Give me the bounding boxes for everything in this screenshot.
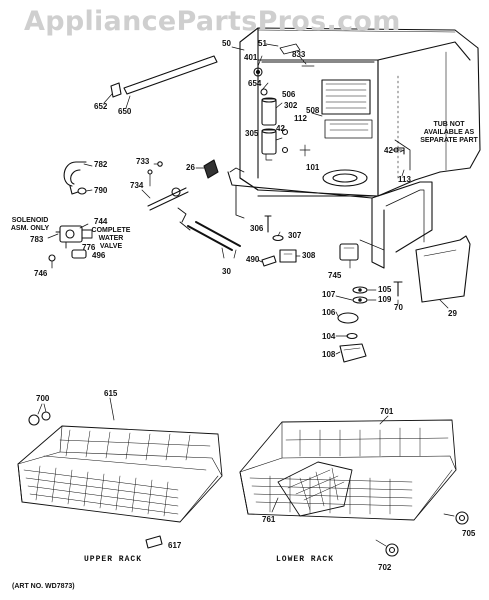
part-705-shape xyxy=(443,511,469,525)
label-part-29[interactable]: 29 xyxy=(448,309,457,318)
part-42-shape xyxy=(395,147,405,155)
label-part-733[interactable]: 733 xyxy=(136,157,150,166)
label-part-617[interactable]: 617 xyxy=(168,541,182,550)
label-part-104[interactable]: 104 xyxy=(322,332,336,341)
part-734-shape xyxy=(147,169,189,211)
part-746-shape xyxy=(48,254,56,269)
label-part-654[interactable]: 654 xyxy=(248,79,262,88)
label-part-702[interactable]: 702 xyxy=(378,563,392,572)
part-490-shape xyxy=(261,255,277,267)
art-number: (ART NO. WD7873) xyxy=(12,583,75,590)
part-302-shape xyxy=(261,97,277,126)
part-782-shape xyxy=(63,161,87,195)
part-106-shape xyxy=(337,312,359,324)
water-valve-note-line-1: COMPLETE xyxy=(91,227,131,234)
label-part-744[interactable]: 744 xyxy=(94,217,108,226)
part-308-shape xyxy=(279,249,297,263)
label-part-42-tub[interactable]: 42 xyxy=(276,124,285,133)
part-105-shape xyxy=(352,286,368,294)
upper-rack-caption: UPPER RACK xyxy=(84,555,143,564)
lower-rack-shape xyxy=(239,419,457,521)
water-valve-note: COMPLETE WATER VALVE xyxy=(88,227,134,251)
label-part-650[interactable]: 650 xyxy=(118,107,132,116)
label-part-101[interactable]: 101 xyxy=(306,163,320,172)
part-104-shape xyxy=(346,332,358,340)
label-part-496[interactable]: 496 xyxy=(92,251,106,260)
lower-rack-caption: LOWER RACK xyxy=(276,555,335,564)
label-part-615[interactable]: 615 xyxy=(104,389,118,398)
label-part-508[interactable]: 508 xyxy=(306,106,320,115)
water-valve-note-line-3: VALVE xyxy=(99,243,123,251)
tub-note-line-3: SEPARATE PART xyxy=(420,137,478,145)
label-part-112[interactable]: 112 xyxy=(294,114,307,123)
label-part-30[interactable]: 30 xyxy=(222,267,231,276)
label-part-790[interactable]: 790 xyxy=(94,186,108,195)
tub-not-available-note: TUB NOT AVAILABLE AS SEPARATE PART xyxy=(414,121,484,145)
label-part-745[interactable]: 745 xyxy=(328,271,342,280)
part-733-shape xyxy=(157,161,163,167)
part-700-shape xyxy=(28,403,51,426)
label-part-113[interactable]: 113 xyxy=(398,175,411,184)
tub-outline xyxy=(239,27,481,197)
solenoid-note-line-2: ASM. ONLY xyxy=(10,225,50,233)
label-part-105[interactable]: 105 xyxy=(378,285,392,294)
label-part-700[interactable]: 700 xyxy=(36,394,50,403)
label-part-746[interactable]: 746 xyxy=(34,269,48,278)
part-761-shape xyxy=(277,461,353,517)
label-part-705[interactable]: 705 xyxy=(462,529,476,538)
label-part-401[interactable]: 401 xyxy=(244,53,258,62)
solenoid-note-line-1: SOLENOID xyxy=(11,217,49,224)
label-part-302[interactable]: 302 xyxy=(284,101,298,110)
label-part-107[interactable]: 107 xyxy=(322,290,336,299)
label-part-26[interactable]: 26 xyxy=(186,163,195,172)
label-part-782[interactable]: 782 xyxy=(94,160,108,169)
label-part-506[interactable]: 506 xyxy=(282,90,296,99)
label-part-307[interactable]: 307 xyxy=(288,231,302,240)
part-30-shape xyxy=(177,207,241,251)
label-part-70[interactable]: 70 xyxy=(394,303,403,312)
label-part-42-side[interactable]: 42 xyxy=(384,146,393,155)
part-306-shape xyxy=(264,215,272,233)
watermark: AppliancePartsPros.com xyxy=(24,6,401,37)
label-part-308[interactable]: 308 xyxy=(302,251,316,260)
part-745-shape xyxy=(339,243,359,261)
label-part-652[interactable]: 652 xyxy=(94,102,108,111)
label-part-50[interactable]: 50 xyxy=(222,39,231,48)
part-650-shape xyxy=(123,55,218,95)
label-part-51[interactable]: 51 xyxy=(258,39,267,48)
water-valve-shape xyxy=(55,225,93,249)
label-part-305[interactable]: 305 xyxy=(245,129,259,138)
upper-rack-shape xyxy=(17,425,223,523)
label-part-734[interactable]: 734 xyxy=(130,181,144,190)
part-702-shape xyxy=(375,539,399,557)
leader-lines xyxy=(47,43,449,355)
part-617-shape xyxy=(145,535,163,549)
tub-note-line-2: AVAILABLE AS xyxy=(423,129,475,137)
label-part-490[interactable]: 490 xyxy=(246,255,260,264)
label-part-108[interactable]: 108 xyxy=(322,350,336,359)
part-26-shape xyxy=(203,159,219,179)
label-part-833[interactable]: 833 xyxy=(292,50,306,59)
water-valve-note-line-2: WATER xyxy=(98,235,124,243)
label-part-701[interactable]: 701 xyxy=(380,407,394,416)
label-part-109[interactable]: 109 xyxy=(378,295,392,304)
part-652-shape xyxy=(110,82,122,98)
part-108-shape xyxy=(339,343,367,363)
label-part-761[interactable]: 761 xyxy=(262,515,276,524)
label-part-106[interactable]: 106 xyxy=(322,308,336,317)
label-part-776[interactable]: 776 xyxy=(82,243,96,252)
tub-note-line-1: TUB NOT xyxy=(433,121,465,128)
label-part-783[interactable]: 783 xyxy=(30,235,44,244)
solenoid-note: SOLENOID ASM. ONLY xyxy=(8,217,52,233)
label-part-306[interactable]: 306 xyxy=(250,224,264,233)
part-70-shape xyxy=(393,281,403,297)
tub-frame xyxy=(227,167,433,269)
part-305-shape xyxy=(261,128,277,161)
part-109-shape xyxy=(352,296,368,304)
part-790-shape xyxy=(77,187,87,195)
part-29-shape xyxy=(415,235,471,303)
